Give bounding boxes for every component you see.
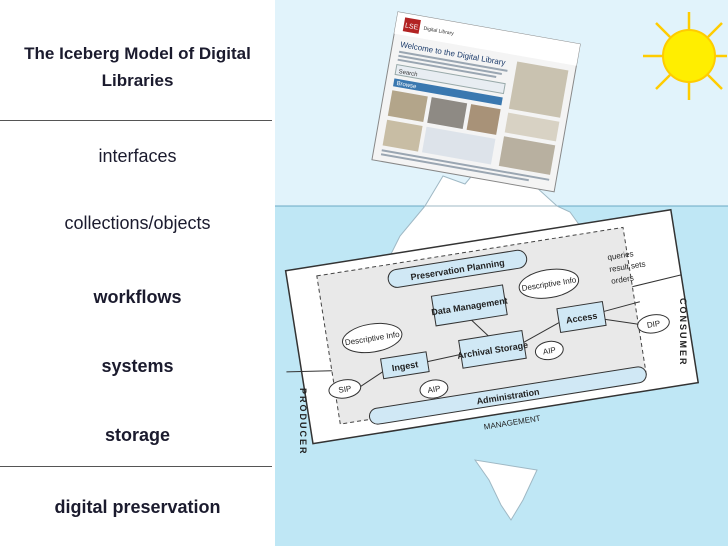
layer-workflows: workflows bbox=[0, 287, 275, 308]
svg-text:PRODUCER: PRODUCER bbox=[298, 388, 308, 456]
slide-title-text: The Iceberg Model of Digital Libraries bbox=[18, 40, 258, 94]
slide-title: The Iceberg Model of Digital Libraries bbox=[0, 40, 275, 94]
iceberg-illustration: LSE Digital Library Welcome to the Digit… bbox=[275, 0, 728, 546]
consumer-label: CONSUMER bbox=[678, 298, 688, 367]
producer-label: PRODUCER bbox=[298, 388, 308, 456]
svg-text:CONSUMER: CONSUMER bbox=[678, 298, 688, 367]
layer-storage: storage bbox=[0, 425, 275, 446]
left-panel: The Iceberg Model of Digital Libraries i… bbox=[0, 0, 275, 546]
layer-digital-preservation: digital preservation bbox=[0, 497, 275, 518]
divider-bottom bbox=[0, 466, 272, 467]
layer-collections: collections/objects bbox=[0, 213, 275, 234]
divider-top bbox=[0, 120, 272, 121]
layer-systems: systems bbox=[0, 356, 275, 377]
digital-library-screenshot: LSE Digital Library Welcome to the Digit… bbox=[372, 12, 580, 192]
layer-interfaces: interfaces bbox=[0, 146, 275, 167]
